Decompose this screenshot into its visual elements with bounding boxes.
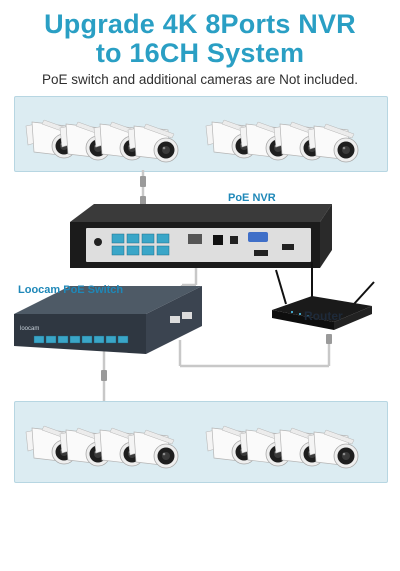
bottom-right-cameras: [205, 425, 359, 469]
nvr-label: PoE NVR: [228, 192, 276, 204]
page-title: Upgrade 4K 8Ports NVR to 16CH System: [0, 10, 400, 68]
title-line-2: to 16CH System: [95, 38, 305, 68]
router-device: [272, 262, 375, 330]
top-left-cameras: [25, 119, 179, 163]
top-right-cameras: [205, 119, 359, 163]
poe-nvr-device: [70, 204, 332, 268]
subtitle: PoE switch and additional cameras are No…: [42, 72, 358, 87]
title-line-1: Upgrade 4K 8Ports NVR: [44, 9, 356, 39]
router-label: Router: [304, 309, 343, 323]
switch-label: Loocam PoE Switch: [18, 284, 124, 296]
bottom-left-cameras: [25, 425, 179, 469]
switch-brand-text: loocam: [20, 326, 39, 332]
poe-switch-device: loocam: [14, 286, 202, 354]
